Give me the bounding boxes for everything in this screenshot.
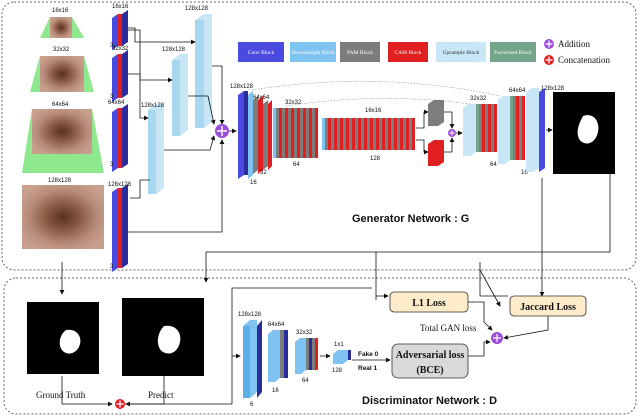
branch4-ch: 3 [110, 264, 114, 270]
enc1-top: 128x128 [230, 84, 254, 90]
legend-conv [238, 42, 284, 62]
enc3-bottom: 64 [293, 162, 300, 168]
scale-label-16: 16x16 [52, 8, 69, 14]
scale-label-32: 32x32 [53, 47, 70, 53]
legend-cam-label: CAM Block [394, 50, 421, 56]
disc-bottom-2: 16 [272, 388, 279, 394]
total-gan-loss-label: Total GAN loss [420, 323, 477, 333]
scale-label-64: 64x64 [52, 102, 69, 108]
l1-loss-label: L1 Loss [412, 298, 446, 309]
input-image-16 [50, 17, 72, 38]
enc3-top: 32x32 [285, 100, 302, 106]
generated-mask [553, 92, 615, 174]
col1-top: 128x128 [185, 6, 209, 12]
input-image-128 [22, 185, 104, 249]
dec3-bottom: 64 [490, 162, 497, 168]
bottleneck-stack [322, 118, 415, 150]
legend-down-label: Downsample Block [291, 50, 335, 56]
disc-layers: 128x128 6 64x64 16 32x32 64 1x1 128 [238, 312, 351, 408]
adversarial-loss-bce: (BCE) [416, 365, 443, 376]
legend-up [436, 42, 486, 62]
ground-truth-label: Ground Truth [36, 390, 86, 400]
ground-truth-mask [27, 302, 99, 374]
branch2-top: 32x32 [112, 46, 129, 52]
adversarial-loss-label: Adversarial loss [396, 350, 465, 361]
discriminator-title: Discriminator Network : D [362, 395, 497, 407]
disc-top-2: 64x64 [268, 322, 285, 328]
input-image-32 [40, 56, 84, 92]
disc-top-1: 128x128 [238, 312, 262, 318]
enc3-stack [273, 108, 318, 158]
input-image-64 [32, 109, 92, 154]
jaccard-loss-label: Jaccard Loss [520, 302, 576, 313]
branch3-ch: 3 [110, 162, 114, 168]
input-pyramid: 16x16 32x32 64x64 128x128 [22, 8, 104, 249]
col3-top: 128x128 [141, 103, 165, 109]
scale-label-128: 128x128 [48, 178, 72, 184]
branch1-ch: 3 [110, 43, 114, 49]
dec2-bottom: 16 [521, 170, 528, 176]
disc-top-3: 32x32 [296, 330, 313, 336]
input-branches: 16x16 3 32x32 3 64x64 3 128x128 3 128x12… [108, 4, 237, 272]
enc2-top: 64x64 [253, 95, 270, 101]
legend: Conv Block Downsample Block PAM Block CA… [238, 39, 610, 65]
bottleneck-bottom: 128 [370, 156, 381, 162]
disc-top-4: 1x1 [334, 342, 344, 348]
legend-addition-label: Addition [558, 39, 591, 49]
enc2-bottom: 32 [260, 170, 267, 176]
disc-bottom-4: 128 [332, 368, 343, 374]
dec3-top: 32x32 [470, 96, 487, 102]
branch3-top: 64x64 [108, 100, 125, 106]
branch2-ch: 3 [110, 94, 114, 100]
legend-cam [388, 42, 428, 62]
legend-conv-label: Conv Block [248, 50, 275, 56]
unet-blocks: 128x128 64x64 16 32 32x32 64 [230, 81, 565, 186]
cam-block [428, 140, 444, 166]
disc-bottom-3: 64 [302, 378, 309, 384]
fake-label: Fake 0 [358, 351, 379, 358]
branch1-top: 16x16 [112, 4, 129, 10]
discriminator-panel [3, 277, 637, 415]
legend-concatenation-label: Concatenation [558, 55, 610, 65]
legend-down [290, 42, 336, 62]
legend-pam [340, 42, 380, 62]
branch4-top: 128x128 [108, 182, 132, 188]
pam-block [428, 100, 444, 126]
legend-fact-label: Factorized Block [494, 50, 532, 56]
generator-title: Generator Network : G [352, 213, 469, 225]
legend-fact [490, 42, 536, 62]
legend-up-label: Upsample Block [443, 50, 480, 56]
real-label: Real 1 [358, 365, 378, 372]
bottleneck-top: 16x16 [365, 108, 382, 114]
dec1-top: 128x128 [541, 86, 565, 92]
legend-pam-label: PAM Block [347, 50, 373, 56]
predict-label: Predict [148, 390, 174, 400]
adversarial-loss-box [391, 343, 469, 379]
predict-mask [122, 298, 204, 376]
generator-panel [1, 1, 637, 271]
enc1-bottom: 16 [250, 180, 257, 186]
col2-top: 128x128 [162, 47, 186, 53]
dec2-top: 64x64 [509, 88, 526, 94]
disc-bottom-1: 6 [250, 402, 254, 408]
